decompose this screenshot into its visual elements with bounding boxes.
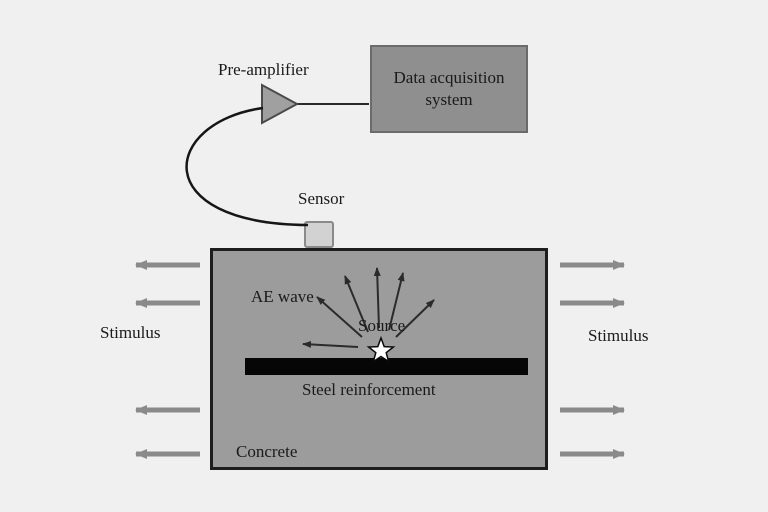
daq-label-line2: system xyxy=(425,90,473,109)
steel-reinforcement-label: Steel reinforcement xyxy=(302,380,436,399)
source-label: Source xyxy=(358,316,406,335)
stimulus-arrows-right xyxy=(560,260,625,459)
preamplifier-triangle-icon xyxy=(261,83,300,125)
data-acquisition-system-box: Data acquisition system xyxy=(370,45,528,133)
steel-reinforcement-bar xyxy=(245,358,528,375)
daq-label-line1: Data acquisition xyxy=(393,68,505,87)
stimulus-left-label: Stimulus xyxy=(100,323,161,342)
stimulus-right-label: Stimulus xyxy=(588,326,649,345)
sensor-cable xyxy=(185,106,309,227)
stimulus-arrows-left xyxy=(135,260,200,459)
sensor-box xyxy=(304,221,334,248)
sensor-label: Sensor xyxy=(298,189,345,208)
ae-wave-label: AE wave xyxy=(251,287,314,306)
concrete-label: Concrete xyxy=(236,442,298,461)
preamplifier-label: Pre-amplifier xyxy=(218,60,309,79)
